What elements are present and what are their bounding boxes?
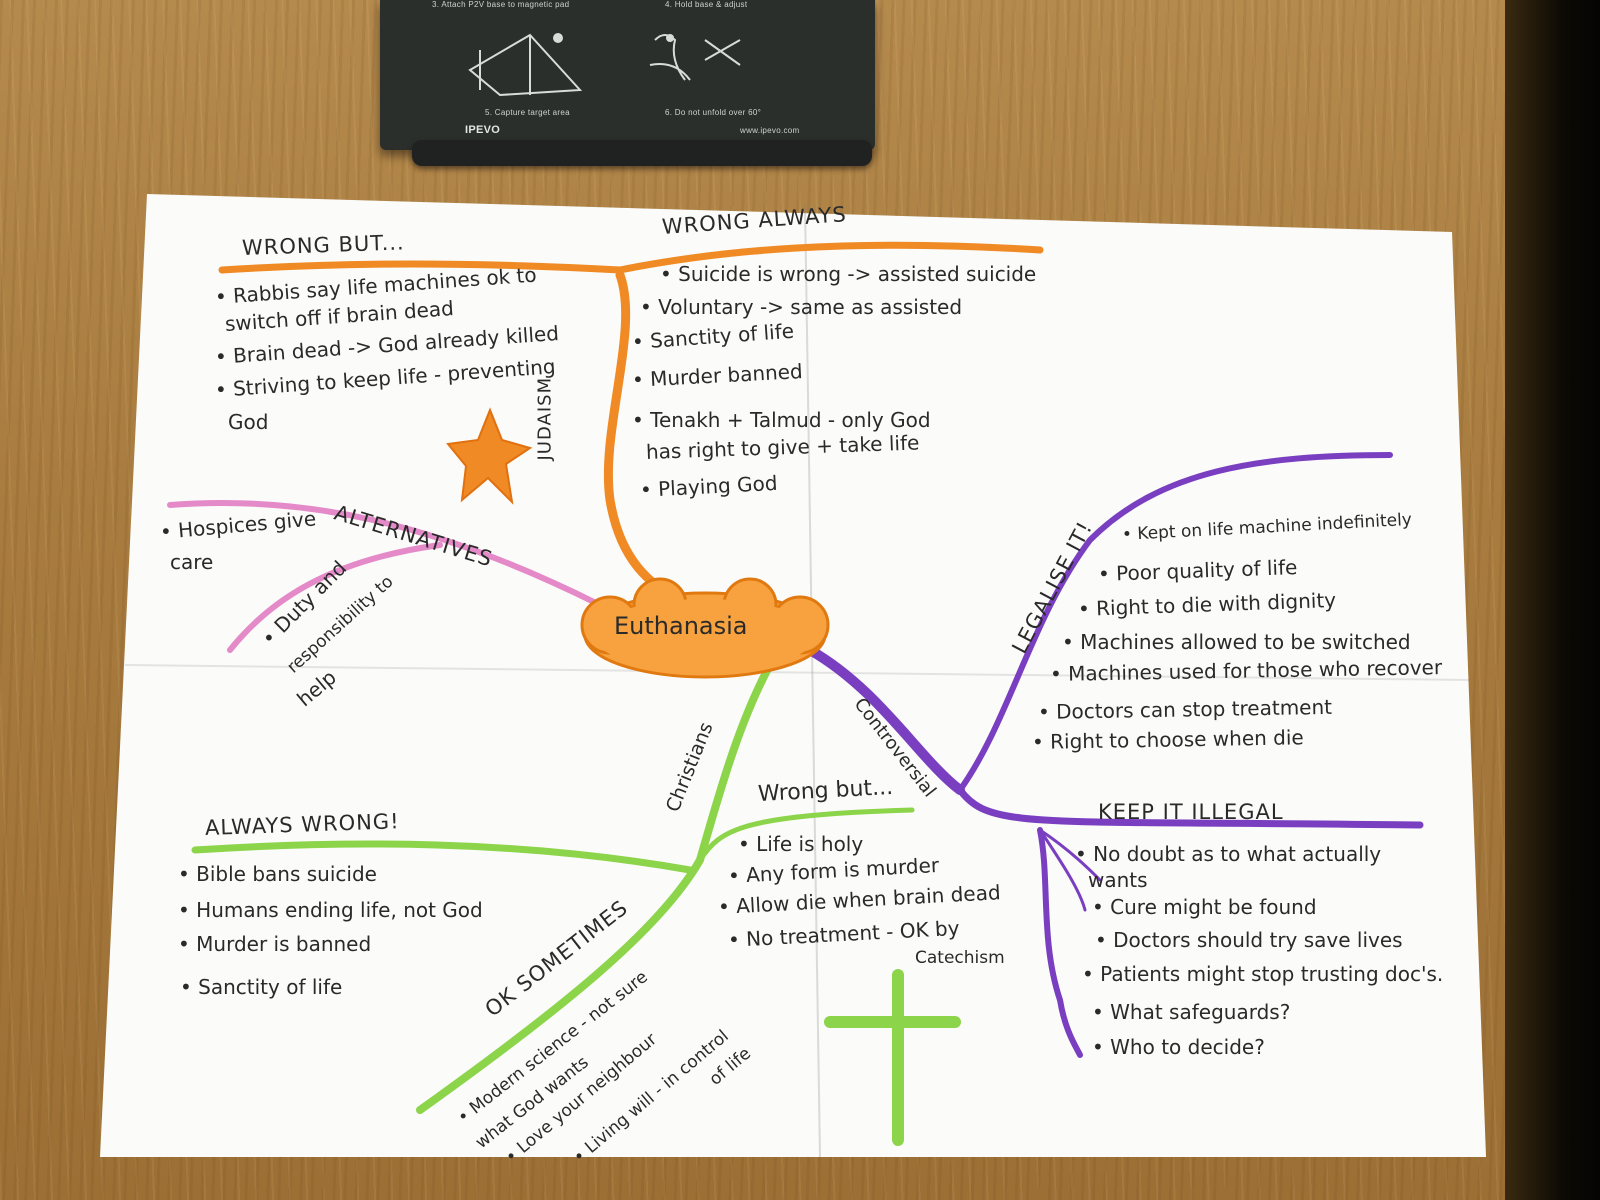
keep-illegal-item: • What safeguards? bbox=[1092, 1000, 1291, 1024]
table-shadow-edge bbox=[1505, 0, 1600, 1200]
keep-illegal-item: • No doubt as to what actually bbox=[1075, 842, 1382, 866]
christians-wrong-but-item: Catechism bbox=[915, 948, 1005, 968]
device-caption-bottom-left: 5. Capture target area bbox=[485, 108, 570, 117]
document-camera-base: 3. Attach P2V base to magnetic pad 4. Ho… bbox=[380, 0, 875, 150]
keep-illegal-item: • Doctors should try save lives bbox=[1095, 928, 1403, 952]
christians-always-wrong-item: • Murder is banned bbox=[178, 932, 372, 956]
device-caption-right: 4. Hold base & adjust bbox=[665, 0, 748, 9]
keep-illegal-item: • Who to decide? bbox=[1092, 1035, 1265, 1059]
judaism-branch-label: JUDAISM bbox=[534, 376, 556, 461]
judaism-wrong-but-item: God bbox=[228, 410, 269, 434]
legalise-item: • Right to choose when die bbox=[1031, 725, 1304, 754]
christians-always-wrong-item: • Bible bans suicide bbox=[178, 862, 377, 886]
christians-wrong-but-item: • Life is holy bbox=[738, 832, 864, 856]
document-camera-foot bbox=[412, 140, 872, 166]
alternatives-item: care bbox=[170, 550, 214, 574]
center-cloud bbox=[580, 577, 830, 679]
christians-always-wrong-item: • Sanctity of life bbox=[180, 975, 343, 999]
device-caption-bottom-right: 6. Do not unfold over 60° bbox=[665, 108, 762, 117]
device-url: www.ipevo.com bbox=[740, 126, 800, 135]
center-topic: Euthanasia bbox=[614, 612, 748, 640]
judaism-wrong-always-item: • Tenakh + Talmud - only God bbox=[632, 408, 931, 432]
judaism-wrong-always-item: • Suicide is wrong -> assisted suicide bbox=[660, 262, 1037, 286]
christians-always-wrong-item: • Humans ending life, not God bbox=[178, 898, 483, 922]
device-diagram bbox=[468, 33, 741, 97]
legalise-item: • Machines allowed to be switched bbox=[1062, 630, 1411, 654]
keep-illegal-item: wants bbox=[1088, 868, 1148, 892]
device-brand-logo: IPEVO bbox=[465, 124, 501, 136]
judaism-wrong-always-item: • Voluntary -> same as assisted bbox=[640, 295, 963, 319]
keep-illegal-heading: KEEP IT ILLEGAL bbox=[1098, 800, 1284, 824]
keep-illegal-item: • Patients might stop trusting doc's. bbox=[1082, 962, 1444, 986]
legalise-item: • Doctors can stop treatment bbox=[1037, 694, 1333, 724]
keep-illegal-item: • Cure might be found bbox=[1092, 895, 1317, 919]
star-doodle bbox=[446, 407, 533, 505]
device-caption-left: 3. Attach P2V base to magnetic pad bbox=[432, 0, 570, 9]
